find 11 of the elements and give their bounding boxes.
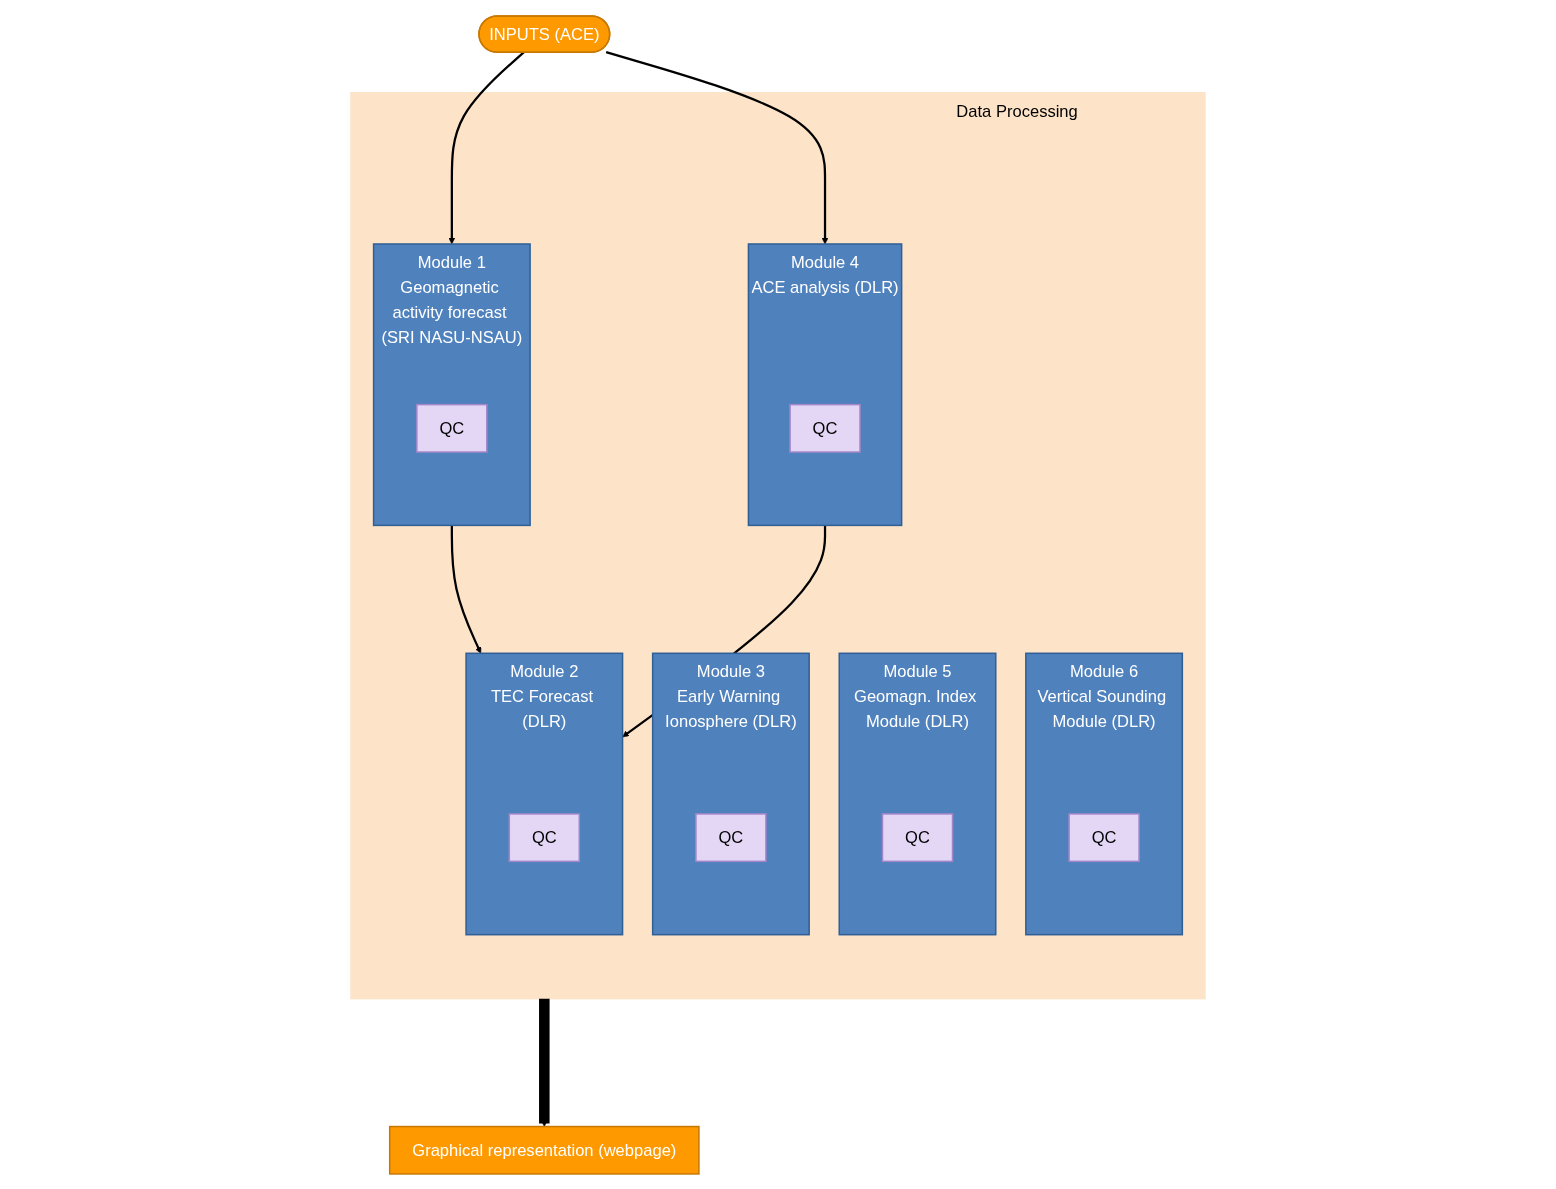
node-box: QC (881, 812, 954, 862)
node-box: Graphical representation (webpage) (389, 1125, 700, 1175)
node-box: QC (1068, 812, 1140, 862)
arrow (539, 998, 550, 1127)
node-box: QC (508, 812, 581, 862)
arrow (605, 50, 829, 244)
node-box: QC (695, 812, 767, 862)
arrow (448, 50, 525, 244)
node-box: QC (416, 403, 488, 453)
node-box: QC (789, 403, 861, 453)
arrow (450, 524, 482, 654)
